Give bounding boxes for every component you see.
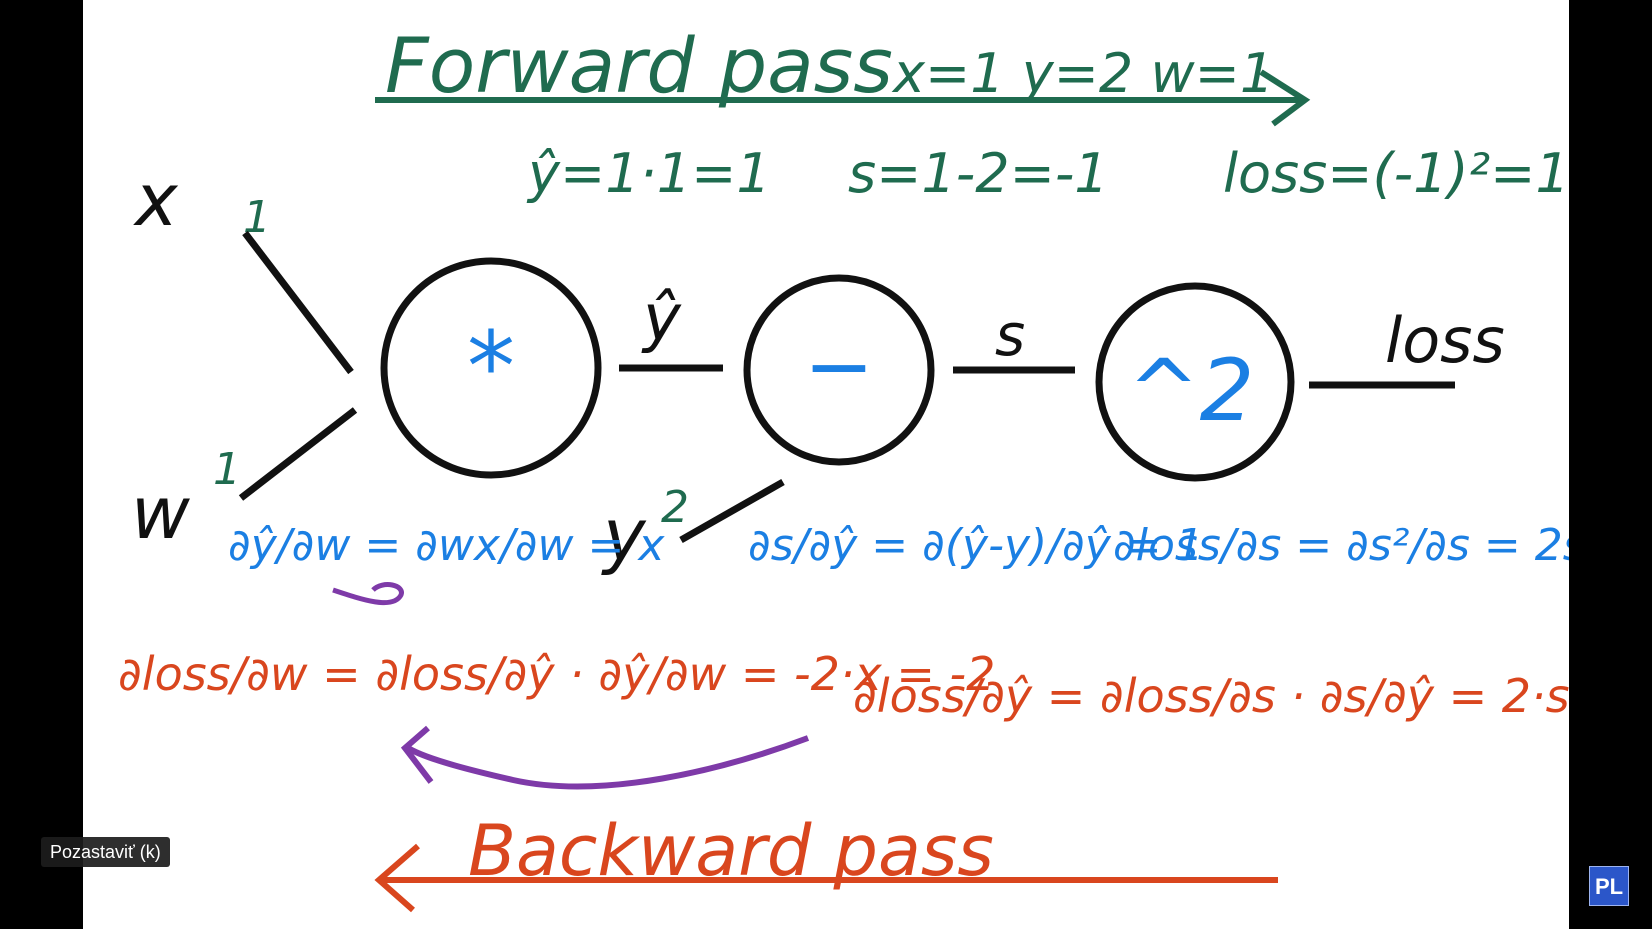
purple-hook-mark: [332, 582, 404, 606]
forward-eq-loss: loss=(-1)²=1: [1223, 142, 1569, 205]
chain-rule-dloss-dw: ∂loss/∂w = ∂loss/∂ŷ · ∂ŷ/∂w = -2·x = -2: [118, 647, 995, 701]
whiteboard: Forward pass x=1 y=2 w=1 ŷ=1·1=1 s=1-2=-…: [83, 0, 1569, 929]
multiply-operator: *: [467, 311, 515, 423]
input-y-label: y: [601, 493, 647, 577]
local-gradient-dyhat-dw: ∂ŷ/∂w = ∂wx/∂w = x: [228, 520, 665, 571]
whiteboard-drawing: Forward pass x=1 y=2 w=1 ŷ=1·1=1 s=1-2=-…: [118, 21, 1569, 913]
subtract-operator: −: [804, 317, 874, 415]
square-node: [1095, 282, 1295, 482]
input-y-value: 2: [661, 482, 689, 533]
forward-arrow: [375, 69, 1311, 127]
forward-eq-s: s=1-2=-1: [848, 142, 1109, 205]
local-gradient-dloss-ds: ∂loss/∂s = ∂s²/∂s = 2s: [1113, 520, 1569, 571]
input-x-label: x: [133, 158, 179, 242]
chain-rule-dloss-dyhat: ∂loss/∂ŷ = ∂loss/∂s · ∂s/∂ŷ = 2·s·1 = -2: [853, 669, 1569, 723]
square-operator: ^2: [1128, 341, 1255, 441]
multiply-node: [380, 257, 602, 479]
backprop-arrow: [400, 725, 810, 790]
edge-w-to-multiply: [238, 407, 358, 501]
pause-tooltip: Pozastaviť (k): [41, 837, 170, 867]
channel-logo[interactable]: PL: [1589, 866, 1629, 906]
edge-x-to-multiply: [242, 230, 354, 375]
input-w-label: w: [131, 471, 190, 555]
backward-arrow: [374, 843, 1278, 913]
forward-eq-yhat: ŷ=1·1=1: [526, 142, 771, 205]
edge-yhat-label: ŷ: [641, 282, 682, 356]
edge-y-to-subtract: [679, 478, 785, 544]
subtract-node: [743, 274, 935, 466]
edge-s-label: s: [995, 301, 1025, 369]
forward-pass-title: Forward pass: [385, 21, 893, 110]
output-loss-label: loss: [1385, 304, 1505, 377]
forward-pass-values: x=1 y=2 w=1: [891, 42, 1274, 105]
local-gradient-ds-dyhat: ∂s/∂ŷ = ∂(ŷ-y)/∂ŷ = 1: [748, 520, 1204, 571]
input-w-value: 1: [213, 444, 241, 495]
